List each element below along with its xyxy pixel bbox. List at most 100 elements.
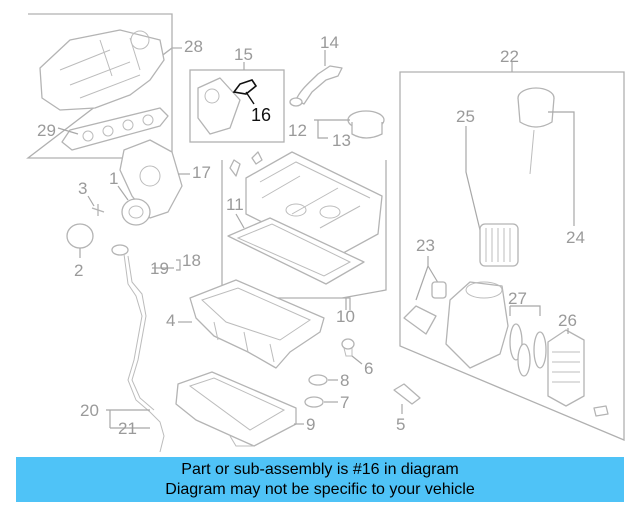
filter-housing-seal <box>403 305 437 335</box>
front-cover-seal-bore <box>139 165 161 187</box>
callout-5: 5 <box>396 415 405 434</box>
oil-filter-cap-body <box>517 97 555 128</box>
oil-pan-upper <box>189 279 325 369</box>
callout-3: 3 <box>78 179 87 198</box>
leader-16 <box>245 91 255 105</box>
callout-14: 14 <box>320 33 339 52</box>
cover-bolt-2 <box>251 151 263 165</box>
notice-line-part: Part or sub-assembly is #16 in diagram <box>181 461 459 478</box>
housing-o-ring-2 <box>517 343 531 377</box>
oil-cooler <box>547 329 585 407</box>
callout-8: 8 <box>340 371 349 390</box>
gasket-port-2 <box>102 125 114 137</box>
oil-filter-housing-box <box>399 71 625 441</box>
dipstick-blade <box>127 255 155 411</box>
timing-cover-upper <box>197 77 241 135</box>
notice-banner: Part or sub-assembly is #16 in diagram D… <box>16 457 624 502</box>
front-cover-group <box>66 139 190 258</box>
intake-manifold-gasket <box>61 107 169 151</box>
cylinder-head-cover-ribs <box>259 161 371 229</box>
intake-throttle-port <box>130 30 150 50</box>
callout-13: 13 <box>332 131 351 150</box>
oil-filter-housing-group <box>399 62 625 441</box>
callout-21: 21 <box>118 419 137 438</box>
callout-1: 1 <box>109 169 118 188</box>
callout-23: 23 <box>416 236 435 255</box>
callout-9: 9 <box>306 415 315 434</box>
leader-25 <box>465 126 481 231</box>
cover-port-2 <box>319 205 341 219</box>
housing-o-ring-3 <box>533 331 547 369</box>
part-16-highlight <box>232 79 258 95</box>
oil-filter-pleats <box>485 228 511 262</box>
callout-26: 26 <box>558 311 577 330</box>
callout-15: 15 <box>234 45 253 64</box>
oil-filler-neck <box>351 122 383 139</box>
intake-manifold <box>39 29 165 111</box>
filter-housing-gasket <box>431 281 447 299</box>
callout-18: 18 <box>182 251 201 270</box>
callout-24: 24 <box>566 228 585 247</box>
sealant-group <box>393 383 421 414</box>
callout-29: 29 <box>37 121 56 140</box>
leader-29 <box>57 127 79 135</box>
intake-manifold-group <box>26 13 182 159</box>
leader-1 <box>117 185 129 201</box>
leader-12-13 <box>314 119 350 139</box>
leader-6 <box>351 355 363 365</box>
sealant-tube <box>393 383 421 405</box>
callout-16: 16 <box>251 105 271 125</box>
callout-6: 6 <box>364 359 373 378</box>
timing-cover-boss <box>204 88 220 104</box>
timing-cover-group <box>189 62 285 143</box>
housing-filter-bore <box>465 281 503 299</box>
dipstick-handle <box>111 244 129 256</box>
oil-filter-element <box>479 223 519 267</box>
crank-pulley-hub <box>128 205 144 219</box>
oil-pan-lower <box>175 371 297 447</box>
crank-pulley <box>121 198 151 226</box>
breather-hose-end <box>289 97 303 107</box>
callout-4: 4 <box>166 311 175 330</box>
cylinder-head-cover-gasket <box>227 217 365 285</box>
breather-hose-group <box>289 50 343 107</box>
callout-20: 20 <box>80 401 99 420</box>
callout-22: 22 <box>500 47 519 66</box>
notice-line-disclaimer: Diagram may not be specific to your vehi… <box>165 481 475 498</box>
timing-cover-box <box>189 69 285 143</box>
leader-20-21 <box>106 409 150 429</box>
gasket-port-1 <box>82 130 94 142</box>
gasket-port-4 <box>142 114 154 126</box>
small-parts-group <box>304 338 363 408</box>
drain-plug-thread <box>343 347 353 357</box>
pulley-bolt <box>91 204 105 216</box>
callout-17: 17 <box>192 163 211 182</box>
callout-12: 12 <box>288 121 307 140</box>
oil-level-sensor-seal <box>304 396 324 408</box>
oil-pan-lower-rim <box>188 377 286 431</box>
dipstick-group <box>106 244 181 453</box>
oil-pan-upper-flange <box>201 287 312 341</box>
oil-pan-upper-group <box>178 279 325 369</box>
oil-pan-lower-sump <box>229 435 254 447</box>
oil-pan-lower-group <box>175 371 304 447</box>
dipstick-tube <box>123 253 165 453</box>
gasket-inner-outline <box>236 223 352 277</box>
valve-cover-bracket <box>221 160 387 310</box>
intake-manifold-detail <box>59 37 141 99</box>
callout-19: 19 <box>150 259 169 278</box>
oil-cooler-bolt <box>593 405 609 417</box>
oil-pan-upper-ribs <box>213 321 275 363</box>
gasket-port-3 <box>122 119 134 131</box>
drain-plug <box>341 338 355 350</box>
leader-18-19 <box>152 259 181 271</box>
callout-25: 25 <box>456 107 475 126</box>
leader-27 <box>509 305 541 316</box>
leader-11 <box>235 213 245 229</box>
leader-24 <box>548 111 575 226</box>
callout-7: 7 <box>340 393 349 412</box>
crank-seal-cap <box>66 223 94 249</box>
callout-labels: 28 29 15 16 14 12 13 22 25 24 23 27 26 1… <box>37 33 585 438</box>
